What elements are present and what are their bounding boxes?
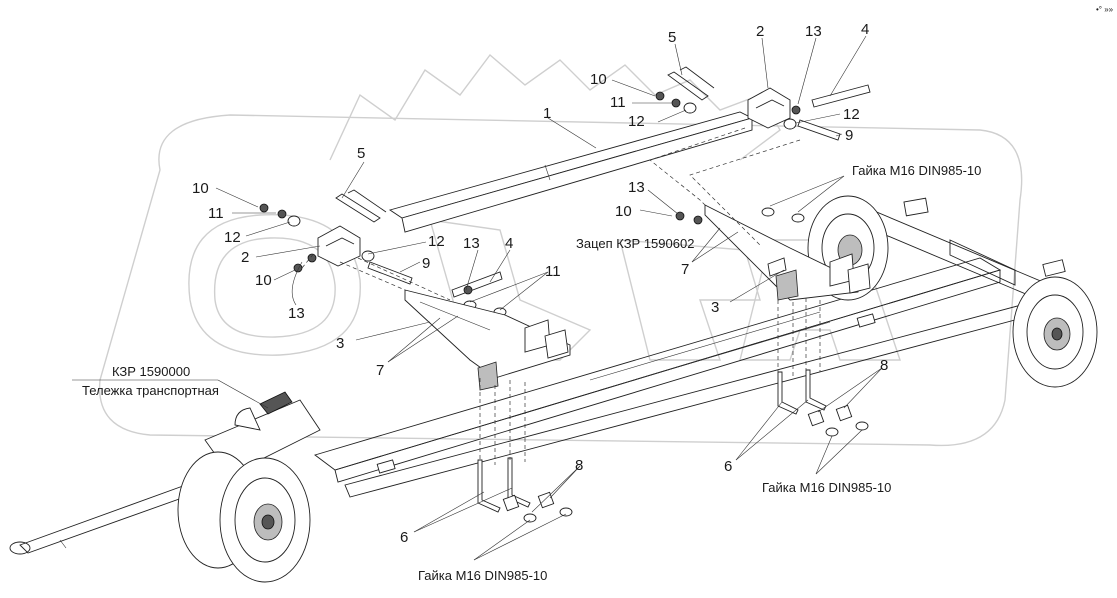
label-7-right: 7: [681, 261, 689, 278]
label-12-top-right: 12: [843, 106, 860, 123]
label-13-lower-left: 13: [288, 305, 305, 322]
label-6-right: 6: [724, 458, 732, 475]
label-4-mid: 4: [505, 235, 513, 252]
caption-nut-top: Гайка М16 DIN985-10: [852, 163, 981, 178]
captions: КЗР 1590000 Тележка транспортная Зацеп К…: [82, 5, 1114, 583]
label-8-lower: 8: [575, 457, 583, 474]
label-11-top: 11: [610, 94, 626, 111]
caption-nut-bottom: Гайка М16 DIN985-10: [418, 568, 547, 583]
studs-part-6-lower: [477, 457, 573, 523]
label-5-left: 5: [357, 145, 365, 162]
u-bolt-part-5: [335, 66, 715, 223]
caption-cart-name: Тележка транспортная: [82, 383, 219, 398]
label-13-mid: 13: [463, 235, 480, 252]
label-9-top: 9: [845, 127, 853, 144]
caption-nut-right: Гайка М16 DIN985-10: [762, 480, 891, 495]
label-2-top: 2: [756, 23, 764, 40]
label-12-mid: 12: [428, 233, 445, 250]
label-12-top: 12: [628, 113, 645, 130]
label-6-lower: 6: [400, 529, 408, 546]
label-13-top: 13: [805, 23, 822, 40]
label-7-left: 7: [376, 362, 384, 379]
beam-part-1: [388, 111, 754, 233]
rear-right-wheel: [1012, 276, 1098, 388]
drawbar-eye: [9, 541, 31, 555]
assembly-dash-lines: [301, 127, 821, 465]
label-1: 1: [543, 105, 551, 122]
leader-lines: [72, 35, 883, 561]
label-11-left: 11: [208, 205, 224, 222]
front-wheel: [177, 451, 311, 583]
support-part-2-upper: [747, 87, 791, 129]
label-3-left: 3: [336, 335, 344, 352]
label-5-top: 5: [668, 29, 676, 46]
label-10-lower-left: 10: [255, 272, 272, 289]
part-labels: 5 2 13 4 10 11 12 1 12 9 5 10 11 12 2 10…: [192, 21, 888, 546]
label-11-mid: 11: [545, 263, 561, 280]
label-12-left: 12: [224, 229, 241, 246]
studs-part-6-right: [777, 369, 869, 437]
label-2-left: 2: [241, 249, 249, 266]
caption-hitch: Зацеп КЗР 1590602: [576, 236, 694, 251]
label-4-top: 4: [861, 21, 869, 38]
caption-cart-code: КЗР 1590000: [112, 364, 190, 379]
label-10-left: 10: [192, 180, 209, 197]
label-9-mid: 9: [422, 255, 430, 272]
label-13-right: 13: [628, 179, 645, 196]
support-part-2-lower: [317, 225, 361, 267]
hitch-left-part-3: [404, 289, 571, 391]
label-10-right: 10: [615, 203, 632, 220]
fasteners: [259, 91, 805, 317]
label-8-right: 8: [880, 357, 888, 374]
label-3-right: 3: [711, 299, 719, 316]
label-10-top: 10: [590, 71, 607, 88]
corner-mark: •° »»: [1096, 5, 1114, 14]
